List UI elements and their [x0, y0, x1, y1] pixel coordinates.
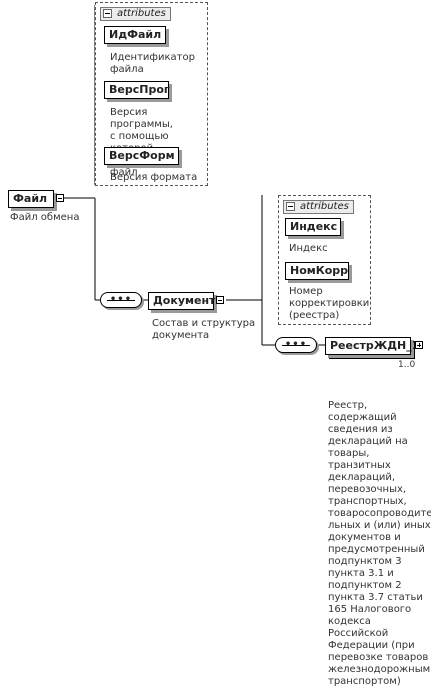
collapse-minus-icon[interactable]	[216, 296, 224, 304]
document-element-label: Документ	[153, 294, 216, 307]
attribute-node-versform[interactable]: ВерсФорм	[104, 147, 179, 165]
registry-element-description: Реестр, содержащий сведения из деклараци…	[328, 400, 431, 687]
attributes-header[interactable]: attributes	[283, 200, 354, 214]
registry-multiplicity: 1..0	[398, 360, 416, 370]
attribute-name: Индекс	[290, 220, 338, 233]
root-element-node[interactable]: Файл	[8, 190, 54, 208]
root-attributes-group: attributes ИдФайл Идентификатор файла Ве…	[95, 2, 208, 186]
root-element-description: Файл обмена	[10, 212, 80, 223]
attribute-description: Идентификатор файла	[110, 52, 195, 75]
sequence-compositor-icon[interactable]: •••	[275, 337, 317, 353]
registry-element-node[interactable]: РеестрЖДН_1	[325, 337, 419, 355]
attribute-node-index[interactable]: Индекс	[285, 218, 341, 236]
expand-plus-icon[interactable]	[415, 341, 423, 349]
attribute-name: ВерсФорм	[109, 149, 175, 162]
attribute-name: НомКорр	[290, 264, 349, 277]
attributes-header-label: attributes	[300, 201, 349, 212]
registry-element-label: РеестрЖДН_1	[330, 339, 420, 352]
attribute-name: ИдФайл	[109, 28, 162, 41]
collapse-minus-icon[interactable]	[286, 202, 295, 211]
collapse-minus-icon[interactable]	[103, 9, 112, 18]
attribute-description: Версия формата	[110, 172, 198, 183]
document-attributes-group: attributes Индекс Индекс НомКорр Номер к…	[278, 195, 371, 325]
attributes-header-label: attributes	[117, 8, 166, 19]
sequence-compositor-icon[interactable]: •••	[100, 292, 142, 308]
attribute-description: Версия программы, с помощью которой сфор…	[110, 107, 182, 178]
root-element-label: Файл	[13, 192, 48, 205]
document-element-description: Состав и структура документа	[152, 318, 256, 341]
collapse-minus-icon[interactable]	[56, 194, 64, 202]
attribute-description: Номер корректировки (реестра)	[289, 286, 370, 321]
attributes-header[interactable]: attributes	[100, 7, 171, 21]
attribute-description: Индекс	[289, 243, 328, 254]
attribute-node-idfile[interactable]: ИдФайл	[104, 26, 166, 44]
attribute-node-nomkorr[interactable]: НомКорр	[285, 262, 349, 280]
attribute-name: ВерсПрог	[109, 83, 170, 96]
document-element-node[interactable]: Документ	[148, 292, 216, 310]
attribute-node-versprog[interactable]: ВерсПрог	[104, 81, 170, 99]
